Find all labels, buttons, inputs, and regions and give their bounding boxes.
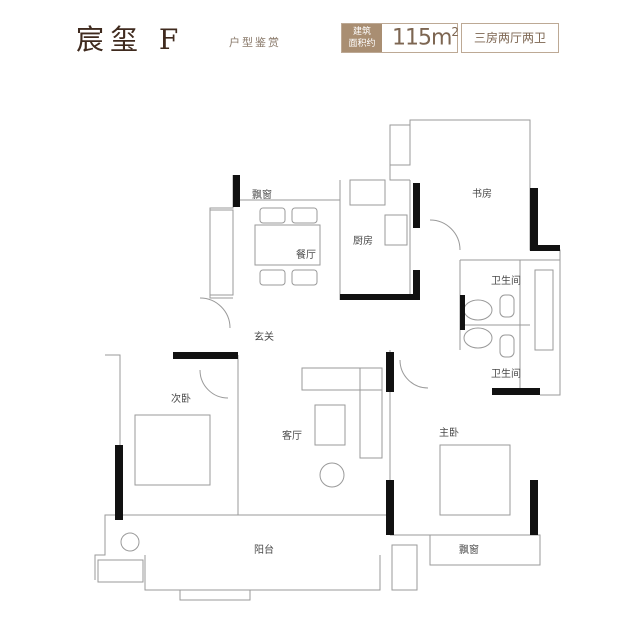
wall-segment	[492, 388, 540, 395]
balcony-washer	[97, 559, 144, 583]
room-bathroom-1: 卫生间	[491, 276, 521, 287]
room-bay-window-top: 飘窗	[252, 190, 272, 201]
wall-segment	[173, 352, 238, 359]
room-master-bedroom: 主卧	[439, 428, 459, 439]
wall-segment	[530, 245, 560, 251]
dining-chair	[259, 207, 286, 224]
study-door-arc	[429, 219, 461, 251]
wall-segment	[233, 175, 240, 207]
living-sofa-side	[359, 367, 383, 459]
project-subtitle: 户型鉴赏	[229, 36, 281, 49]
kitchen-sink	[349, 179, 386, 206]
dining-window	[209, 209, 234, 296]
toilet	[499, 294, 515, 318]
room-living: 客厅	[282, 431, 302, 442]
dining-table	[254, 224, 321, 266]
room-second-bedroom: 次卧	[171, 394, 191, 405]
lounge-chair	[319, 462, 345, 488]
dining-chair	[291, 207, 318, 224]
wall-segment	[413, 270, 420, 300]
ac-unit-bottom	[391, 544, 418, 591]
coffee-table	[314, 404, 346, 446]
room-bathroom-2: 卫生间	[491, 369, 521, 380]
wall-segment	[413, 183, 420, 228]
room-balcony: 阳台	[254, 545, 274, 556]
washbasin	[463, 327, 493, 349]
west-outer-wall	[94, 354, 121, 580]
layout-type: 三房两厅两卫	[461, 23, 559, 53]
toilet	[499, 334, 515, 358]
wall-segment	[530, 480, 538, 535]
area-label-line2: 面积约	[348, 39, 376, 49]
room-dining: 餐厅	[296, 250, 316, 261]
dining-outer-wall	[209, 175, 234, 299]
wall-segment	[460, 295, 465, 330]
area-value: 115m2	[392, 25, 459, 51]
living-sofa-back	[301, 367, 383, 391]
dining-chair	[259, 269, 286, 286]
room-study: 书房	[472, 189, 492, 200]
wall-segment	[115, 445, 123, 520]
wall-segment	[386, 352, 394, 392]
shower	[534, 269, 554, 351]
area-label-line1: 建筑	[352, 27, 371, 37]
entry-door-arc	[199, 297, 231, 329]
dining-chair	[291, 269, 318, 286]
room-bay-window-bottom: 飘窗	[459, 545, 479, 556]
area-label: 建筑 面积约	[342, 24, 382, 52]
master-bed	[439, 444, 511, 516]
wall-segment	[340, 294, 415, 300]
kitchen-stove	[384, 214, 408, 246]
bedroom2-bed	[134, 414, 211, 486]
balcony-wall	[144, 555, 381, 591]
washbasin	[463, 299, 493, 321]
area-unit: 2	[451, 25, 459, 39]
room-kitchen: 厨房	[353, 236, 373, 247]
area-badge: 建筑 面积约 115m2	[341, 23, 459, 53]
bedroom2-door-arc	[199, 369, 229, 399]
wall-segment	[530, 188, 538, 250]
ac-unit-top	[389, 124, 411, 166]
study-outer-wall	[389, 125, 410, 181]
east-outer-wall	[390, 119, 561, 396]
area-number: 115m	[392, 25, 452, 51]
project-title: 宸玺 F	[76, 23, 185, 56]
balcony-drain	[120, 532, 140, 552]
bay-window-bottom	[390, 534, 541, 566]
wall-segment	[386, 480, 394, 535]
header: 宸玺 F 户型鉴赏 建筑 面积约 115m2 三房两厅两卫	[0, 0, 642, 70]
structural-walls	[115, 175, 560, 535]
master-door-arc	[399, 359, 429, 389]
balcony-sill	[179, 590, 251, 601]
room-foyer: 玄关	[254, 332, 274, 343]
